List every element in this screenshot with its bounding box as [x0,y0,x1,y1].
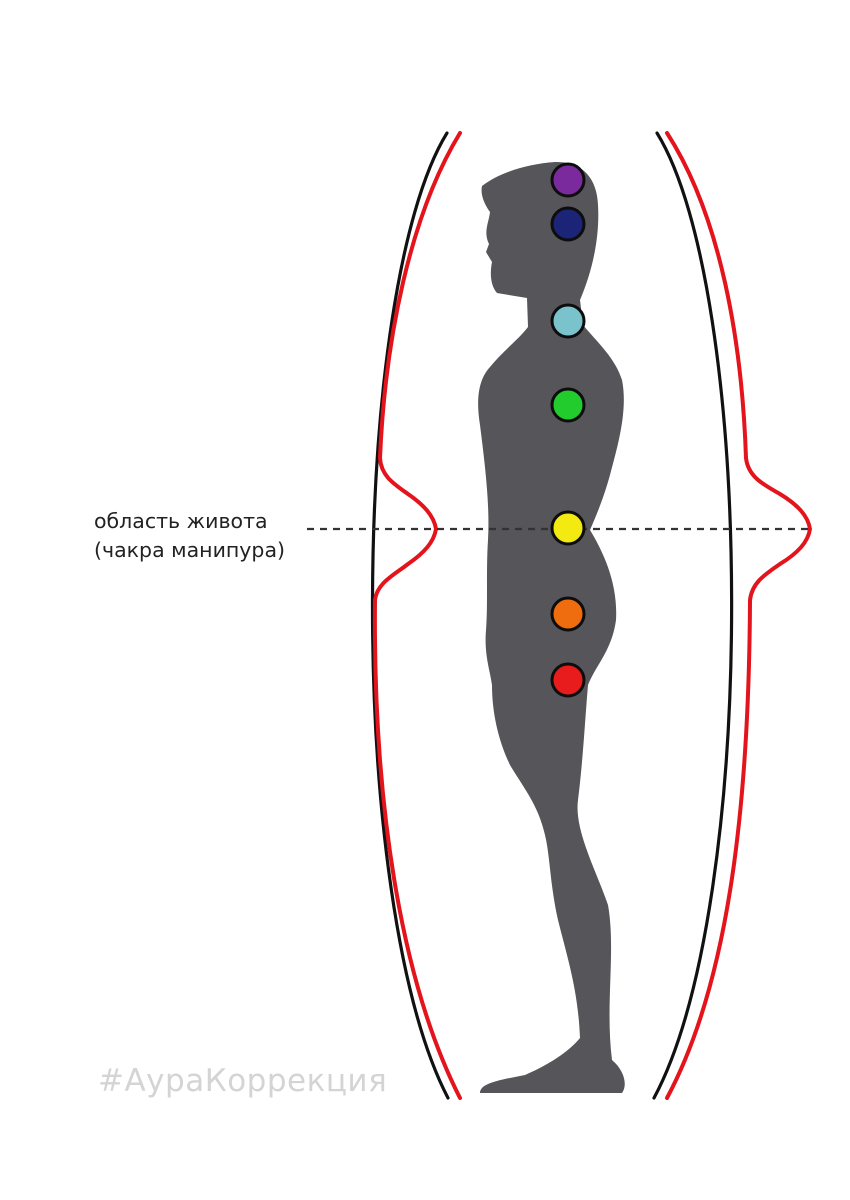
annotation-line-2: (чакра манипура) [94,538,286,562]
abdomen-annotation: область живота (чакра манипура) [94,507,344,565]
watermark-hashtag: #АураКоррекция [98,1063,388,1099]
chakra-crown [550,162,586,198]
aura-left-black-line [370,131,450,1100]
aura-right-red-line [665,131,812,1100]
annotation-line-1: область живота [94,509,268,533]
aura-right-black-line [652,131,734,1100]
chakra-solar-plexus [550,510,586,546]
chakra-sacral [550,596,586,632]
aura-left-red-line [372,131,462,1100]
chakra-points [550,162,586,698]
chakra-third-eye [550,206,586,242]
chakra-root [550,662,586,698]
chakra-heart [550,387,586,423]
chakra-throat [550,303,586,339]
human-silhouette [478,161,625,1094]
